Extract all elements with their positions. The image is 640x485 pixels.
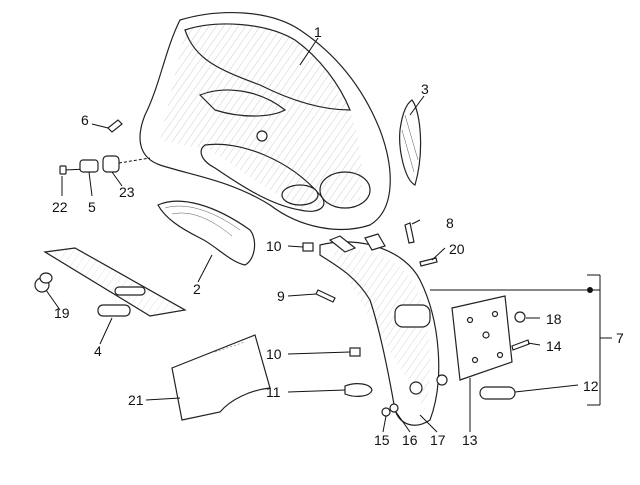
callout-20: 20 [449,241,465,257]
mud-flap-part-21 [171,334,271,421]
callout-23: 23 [119,184,135,200]
callout-16: 16 [402,432,418,448]
callout-10b: 10 [266,346,282,362]
callout-9: 9 [277,288,285,304]
side-lens-part [399,99,422,186]
callout-17: 17 [430,432,446,448]
front-shield-part [139,11,391,231]
callout-19: 19 [54,305,70,321]
callout-8: 8 [446,215,454,231]
callout-18: 18 [546,311,562,327]
small-parts-12-14-18 [479,311,530,400]
callout-15: 15 [374,432,390,448]
plate-holder-part-13 [451,295,513,381]
grommet-part-19 [34,272,53,293]
callout-10a: 10 [266,238,282,254]
callout-labels: 1 2 3 4 5 6 7 8 9 10 10 11 12 13 14 15 1… [52,24,624,448]
side-panel-part [157,200,256,266]
callout-1: 1 [314,24,322,40]
callout-21: 21 [128,392,144,408]
washer-parts-15-16 [381,403,399,417]
callout-6: 6 [81,112,89,128]
callout-14: 14 [546,338,562,354]
clip-part-6 [107,119,123,133]
callout-13: 13 [462,432,478,448]
light-part-11 [344,383,373,397]
screws-group [315,222,438,303]
callout-3: 3 [421,81,429,97]
callout-4: 4 [94,343,102,359]
callout-12: 12 [583,378,599,394]
callout-2: 2 [193,281,201,297]
screw-spacer-grommet-group [59,155,151,175]
lens-part-4 [97,304,131,317]
leader-lines [45,37,579,433]
callout-11: 11 [266,384,281,400]
callout-7: 7 [616,330,624,346]
callout-5: 5 [88,199,96,215]
underbody-panel-part [43,247,187,317]
group-bracket-7 [430,274,612,406]
callout-22: 22 [52,199,68,215]
rear-fender-part [319,233,448,426]
